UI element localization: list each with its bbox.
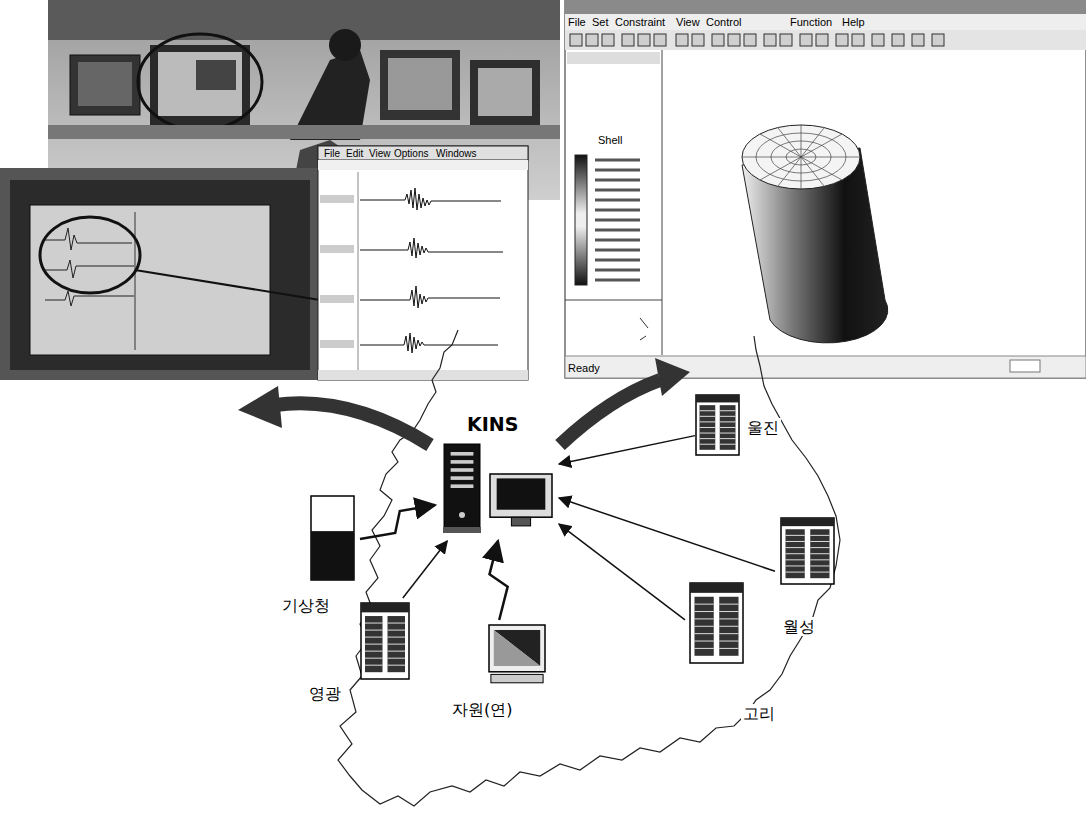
node-label: 영광 xyxy=(307,684,343,703)
node-label: 월성 xyxy=(781,617,817,636)
node-label: 울진 xyxy=(745,418,781,437)
monitor-icon xyxy=(489,473,553,527)
institute-node: 자원(연) xyxy=(448,620,552,726)
plant-node: 울진 xyxy=(695,392,787,460)
data-link-arrow xyxy=(559,524,685,620)
server-tower-icon xyxy=(443,443,481,533)
station-icon xyxy=(310,495,355,581)
menu-label: File xyxy=(324,148,340,159)
menu-label: Control xyxy=(706,16,741,28)
menu-label: Options xyxy=(394,148,428,159)
agency-node: 기상청 xyxy=(280,492,360,622)
coastline xyxy=(338,330,840,806)
data-link-arrow xyxy=(559,436,695,464)
plant-node: 영광 xyxy=(305,598,415,708)
node-label: KINS xyxy=(465,413,520,436)
node-label: 자원(연) xyxy=(450,700,514,719)
node-label: 기상청 xyxy=(280,596,332,615)
computer-icon xyxy=(488,624,546,684)
waveform-window xyxy=(318,146,528,380)
menu-label: Set xyxy=(592,16,609,28)
menu-label: Shell xyxy=(598,134,622,146)
monitor-photo xyxy=(0,168,322,380)
menu-label: View xyxy=(676,16,700,28)
menu-label: File xyxy=(568,16,586,28)
menu-label: Help xyxy=(842,16,865,28)
wireless-link xyxy=(489,541,507,620)
menu-label: Windows xyxy=(436,148,477,159)
menu-label: View xyxy=(369,148,391,159)
plant-server-icon xyxy=(689,582,744,664)
menu-label: Edit xyxy=(346,148,363,159)
menu-label: Constraint xyxy=(615,16,665,28)
leader-line xyxy=(135,270,320,300)
node-label: 고리 xyxy=(741,704,777,723)
center-node: KINS xyxy=(435,413,559,541)
outflow-arrow xyxy=(238,358,690,445)
plant-node: 월성 xyxy=(775,515,841,650)
data-link-arrow xyxy=(403,541,447,598)
wireless-link xyxy=(360,505,435,539)
plant-server-icon xyxy=(360,602,410,680)
plant-node: 고리 xyxy=(685,580,780,732)
plant-server-icon xyxy=(695,394,740,456)
menu-label: Ready xyxy=(568,362,600,374)
fem-window xyxy=(565,0,1086,378)
data-link-arrow xyxy=(559,498,775,571)
menu-label: Function xyxy=(790,16,832,28)
plant-server-icon xyxy=(780,517,835,585)
